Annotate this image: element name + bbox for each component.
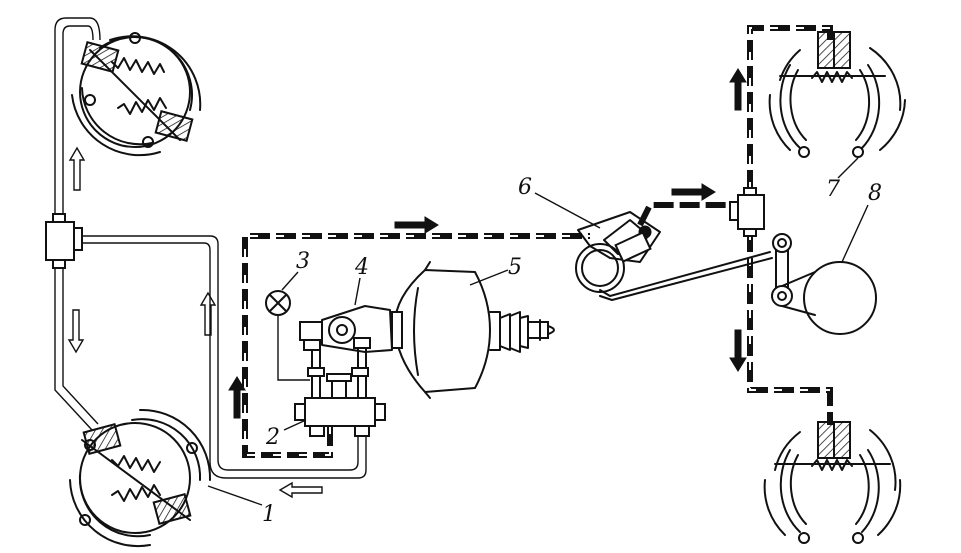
leader-line-5 (469, 269, 509, 286)
rear-right-brake-mechanism (763, 421, 902, 544)
pressure-flow-arrow (729, 329, 747, 372)
leader-line-6 (534, 192, 601, 229)
master-cylinder (299, 305, 393, 399)
label-8: 8 (868, 181, 882, 206)
leader-line-7 (837, 157, 859, 179)
return-flow-arrow (278, 481, 323, 499)
label-2: 2 (265, 425, 280, 450)
front-left-brake-mechanism (71, 32, 202, 157)
return-flow-arrow (68, 146, 86, 191)
label-4: 4 (354, 255, 369, 280)
front-brake-circuit-pipes (54, 17, 367, 479)
vacuum-booster (391, 261, 555, 399)
label-1: 1 (262, 502, 276, 527)
pressure-warning-switch-block (294, 373, 386, 437)
leader-line-4 (354, 277, 361, 306)
pressure-flow-arrow (729, 68, 747, 111)
rear-axle-beam (771, 233, 877, 335)
rear-brake-circuit-pipes (242, 25, 833, 458)
right-tee-fitting (729, 187, 765, 237)
warning-lamp (265, 290, 310, 381)
brake-pressure-regulator (575, 211, 773, 301)
rear-left-brake-mechanism (768, 31, 906, 158)
return-flow-arrow (199, 291, 217, 336)
label-6: 6 (518, 175, 532, 200)
left-tee-fitting (45, 213, 83, 269)
label-3: 3 (296, 249, 310, 274)
return-flow-arrow (67, 309, 85, 354)
label-5: 5 (508, 255, 522, 280)
leader-line-3 (281, 271, 299, 291)
front-right-brake-mechanism (69, 408, 212, 548)
leader-line-1 (207, 485, 263, 506)
pressure-flow-arrow (671, 183, 716, 201)
leader-line-8 (841, 204, 869, 263)
pressure-flow-arrow (394, 216, 439, 234)
label-7: 7 (826, 177, 840, 202)
leader-line-2 (283, 419, 307, 431)
pressure-flow-arrow (228, 376, 246, 419)
